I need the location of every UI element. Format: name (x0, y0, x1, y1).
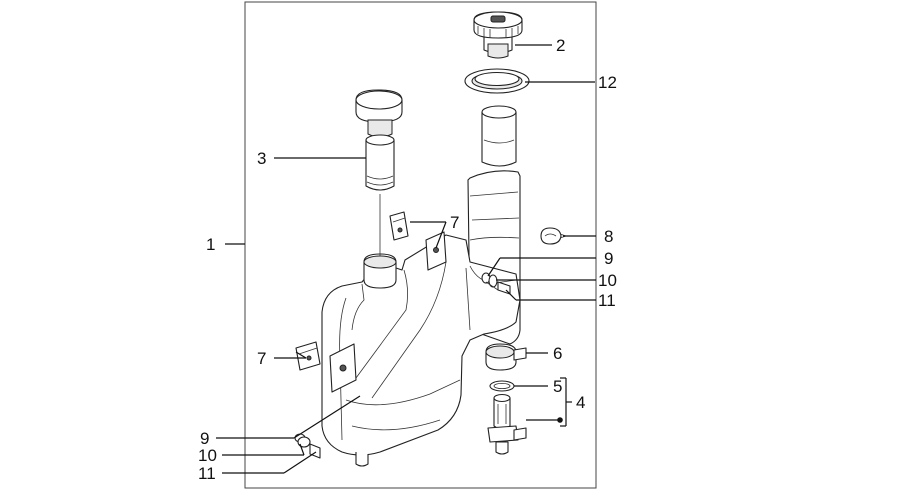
callout-1: 1 (206, 235, 215, 254)
callout-6: 6 (553, 344, 562, 363)
callout-10-front: 10 (198, 446, 217, 465)
callout-11-front: 11 (198, 464, 216, 483)
hose-clip (540, 227, 568, 245)
callout-11-rear: 11 (598, 291, 616, 310)
callout-2: 2 (556, 36, 565, 55)
leader-lines (216, 44, 596, 474)
callout-9-front: 9 (200, 429, 209, 448)
callout-12: 12 (598, 73, 617, 92)
seal-ring (464, 68, 530, 94)
hose-clamp (485, 343, 527, 371)
clip-lower (295, 341, 321, 371)
level-float (355, 89, 403, 256)
coolant-tank (321, 170, 521, 467)
assembly-frame (244, 1, 597, 489)
drain-fitting (487, 393, 527, 455)
filler-cap (473, 11, 523, 59)
callout-8: 8 (604, 227, 613, 246)
clip-upper (389, 211, 409, 241)
callout-7-upper: 7 (450, 213, 459, 232)
callout-10-rear: 10 (598, 271, 617, 290)
o-ring (489, 380, 515, 392)
callout-9-rear: 9 (604, 249, 613, 268)
callout-3: 3 (257, 149, 266, 168)
tank-filler-neck (481, 105, 517, 167)
callout-5: 5 (553, 377, 562, 396)
bolt-set-front (294, 433, 321, 459)
callout-7-lower: 7 (257, 349, 266, 368)
callout-4: 4 (576, 393, 585, 412)
